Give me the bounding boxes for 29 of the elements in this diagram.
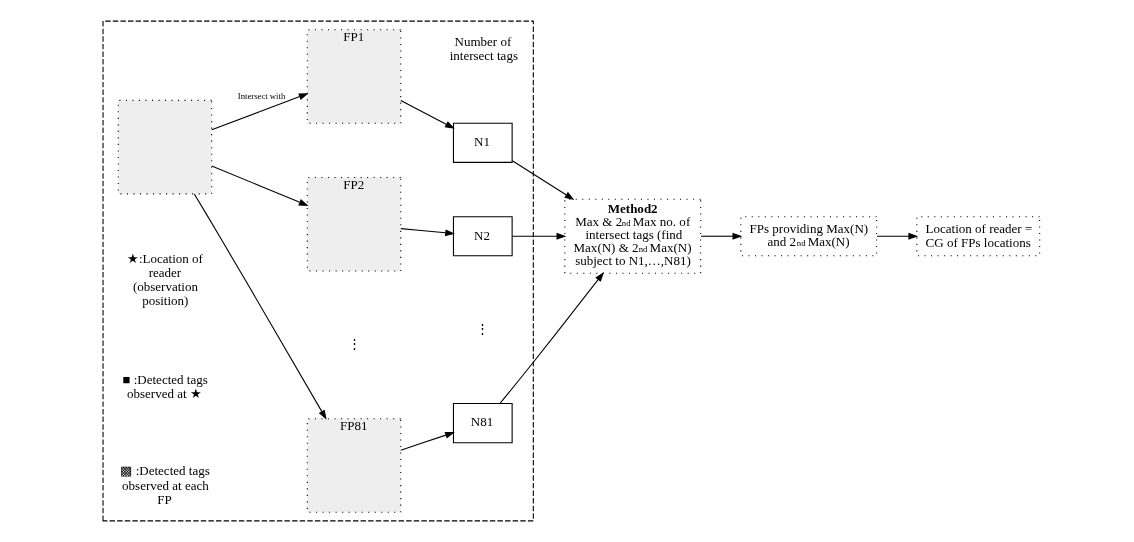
label: Number of intersect tags: [449, 33, 518, 63]
legend-label: ★:Location of reader (observation position): [126, 250, 203, 309]
node-box: N1: [452, 122, 513, 163]
arrow: [700, 232, 743, 240]
label: ⋮: [347, 336, 361, 352]
arrow: [400, 99, 455, 129]
node-box: FP1: [306, 29, 402, 124]
label: ⋮: [476, 321, 490, 337]
node-box: Location of reader = CG of FPs locations: [916, 216, 1041, 257]
arrow: [499, 272, 604, 404]
arrow: [211, 165, 309, 206]
edge-label: Intersect with: [237, 90, 286, 101]
node-box: FPs providing Max(N) and 2nd Max(N): [740, 216, 878, 257]
arrow: [511, 232, 567, 240]
node-box: [117, 99, 213, 195]
legend-label: ■ :Detected tags observed at ★: [122, 371, 208, 401]
arrow: [211, 93, 309, 131]
arrow: [193, 193, 327, 420]
arrow: [400, 228, 456, 237]
node-box: FP2: [306, 177, 402, 272]
node-box: N2: [452, 216, 513, 257]
arrow: [511, 160, 575, 200]
cluster: [102, 20, 534, 522]
legend-label: ▩ :Detected tags observed at each FP: [120, 463, 210, 507]
node-box: N81: [452, 403, 513, 444]
arrow: [400, 431, 455, 451]
node-box: FP81: [306, 418, 402, 513]
node-box: Method2 Max & 2nd Max no. of intersect tags (find Max(N) & 2nd Max(N) subject to N1,…,N81): [564, 198, 702, 274]
arrow: [876, 232, 919, 240]
